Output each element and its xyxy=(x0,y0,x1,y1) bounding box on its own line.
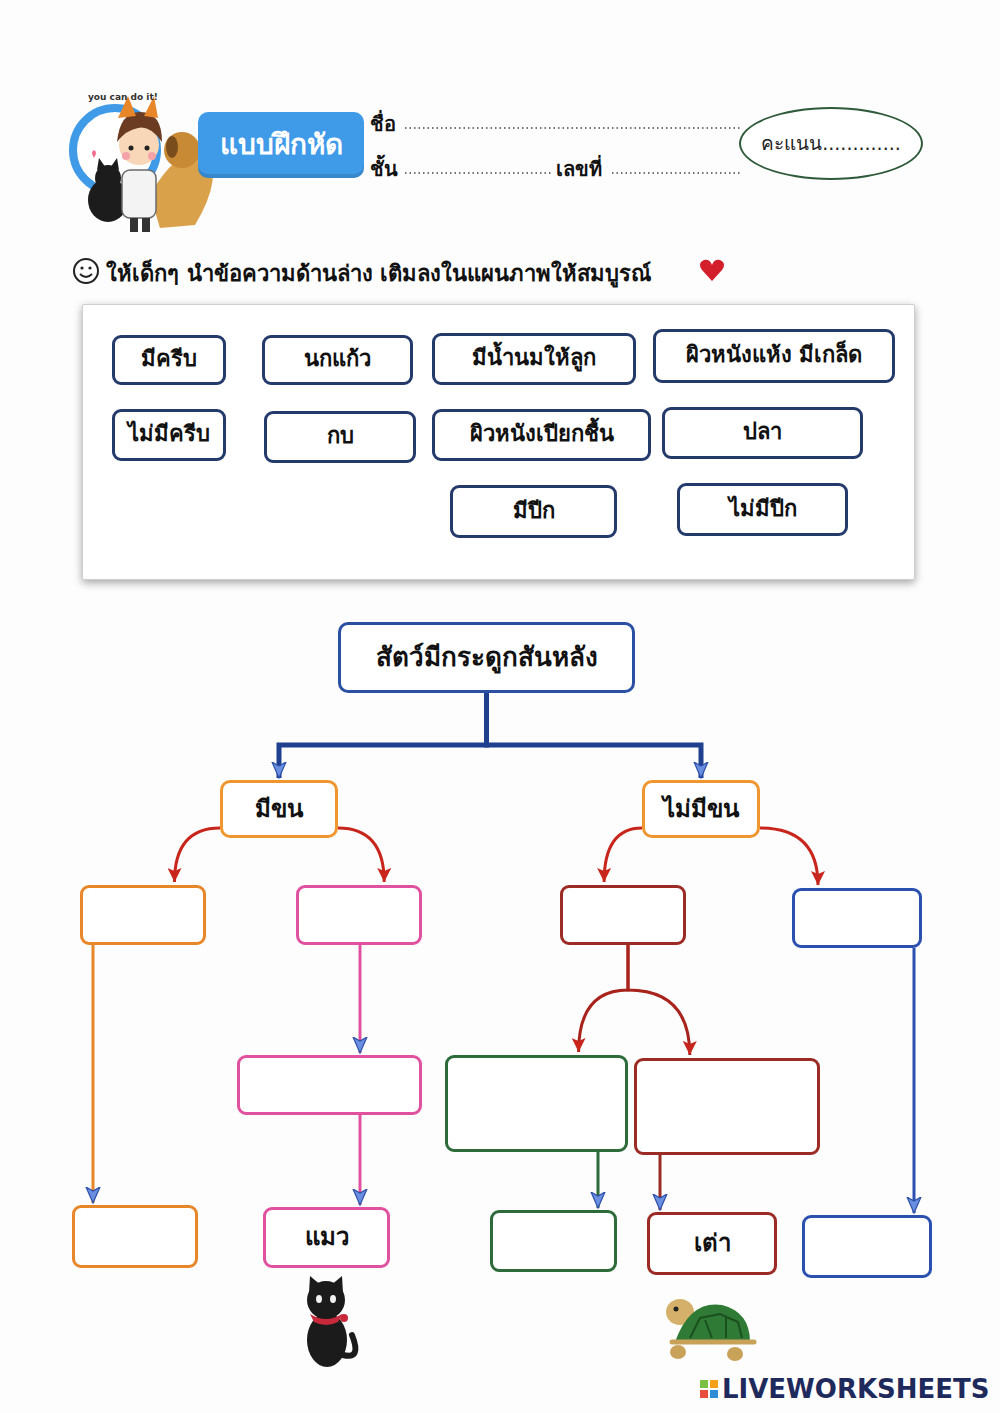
node-text: มีครีบ xyxy=(141,346,197,372)
watermark-logo xyxy=(700,1380,718,1398)
node-text: เต่า xyxy=(694,1229,731,1258)
word-bank-frame: มีครีบ นกแก้ว มีน้ำนมให้ลูก ผิวหนังแห้ง มีเ… xyxy=(82,304,915,580)
blank-box xyxy=(80,885,206,945)
title-banner: แบบฝึกหัด xyxy=(198,112,364,178)
cat-illustration xyxy=(307,1276,355,1367)
node-text: ไม่มีขน xyxy=(663,795,739,824)
word-card: ไม่มีปีก xyxy=(677,483,848,536)
field-label: ชื่อ xyxy=(370,108,396,140)
node-text: มีปีก xyxy=(513,498,555,524)
connector-arrow xyxy=(279,693,487,778)
connector-arrow xyxy=(659,1155,662,1210)
blank-box xyxy=(802,1215,932,1278)
node-text: ไม่มีปีก xyxy=(729,496,797,522)
header-icon xyxy=(73,96,213,232)
connector-arrow xyxy=(338,828,384,882)
node-text: แบบฝึกหัด xyxy=(220,128,343,162)
connector-arrow xyxy=(175,828,221,882)
category-box: มีขน xyxy=(220,780,338,838)
blank-box xyxy=(296,885,422,945)
connector-arrow xyxy=(487,693,702,778)
watermark-text: LIVEWORKSHEETS xyxy=(722,1374,990,1404)
node-text: ปลา xyxy=(743,419,782,445)
node-text: ผิวหนังเปียกชื้น xyxy=(470,421,614,447)
word-card: มีปีก xyxy=(450,485,617,538)
score-oval: คะแนน............. xyxy=(739,107,923,180)
field-label: เลขที่ xyxy=(556,153,602,185)
connector-arrow xyxy=(760,828,818,885)
heart-icon xyxy=(700,260,724,281)
blank-box xyxy=(445,1055,628,1152)
node-text: มีน้ำนมให้ลูก xyxy=(472,345,596,371)
blank-box xyxy=(490,1210,617,1272)
word-card: ปลา xyxy=(662,407,863,459)
connector-arrow xyxy=(913,948,916,1213)
word-card: นกแก้ว xyxy=(262,335,413,385)
word-card: มีน้ำนมให้ลูก xyxy=(432,333,636,385)
word-card: ผิวหนังแห้ง มีเกล็ด xyxy=(653,329,895,383)
word-card: มีครีบ xyxy=(112,335,226,385)
blank-box xyxy=(72,1205,198,1268)
tagline-text: you can do it! xyxy=(88,92,158,102)
connector-arrow xyxy=(92,945,95,1203)
node-text: คะแนน............. xyxy=(761,132,901,155)
word-card: กบ xyxy=(264,411,416,463)
connector-arrow xyxy=(359,1115,362,1205)
connector-arrow xyxy=(604,828,642,882)
connector-arrow xyxy=(628,945,690,1055)
field-label: ชั้น xyxy=(370,153,398,185)
blank-box xyxy=(792,888,922,948)
node-text: ผิวหนังแห้ง มีเกล็ด xyxy=(686,342,863,368)
connector-arrow xyxy=(597,1152,600,1208)
blank-box xyxy=(560,885,686,945)
word-card: ไม่มีครีบ xyxy=(112,409,226,461)
root-box: สัตว์มีกระดูกสันหลัง xyxy=(338,622,635,693)
connector-arrow xyxy=(359,945,362,1053)
turtle-illustration xyxy=(666,1299,754,1361)
instruction-text: ให้เด็กๆ นำข้อความด้านล่าง เติมลงในแผนภา… xyxy=(106,256,651,291)
animal-box: แมว xyxy=(263,1207,390,1268)
node-text: นกแก้ว xyxy=(304,346,371,372)
node-text: แมว xyxy=(305,1223,349,1252)
smiley-icon xyxy=(74,259,98,283)
connector-arrow xyxy=(579,945,628,1052)
blank-box xyxy=(634,1058,820,1155)
node-text: กบ xyxy=(327,423,354,449)
category-box: ไม่มีขน xyxy=(642,780,760,838)
node-text: สัตว์มีกระดูกสันหลัง xyxy=(376,642,598,673)
word-card: ผิวหนังเปียกชื้น xyxy=(432,409,651,461)
node-text: มีขน xyxy=(255,795,303,824)
blank-box xyxy=(237,1055,422,1115)
animal-box: เต่า xyxy=(647,1212,777,1275)
node-text: ไม่มีครีบ xyxy=(128,421,210,447)
